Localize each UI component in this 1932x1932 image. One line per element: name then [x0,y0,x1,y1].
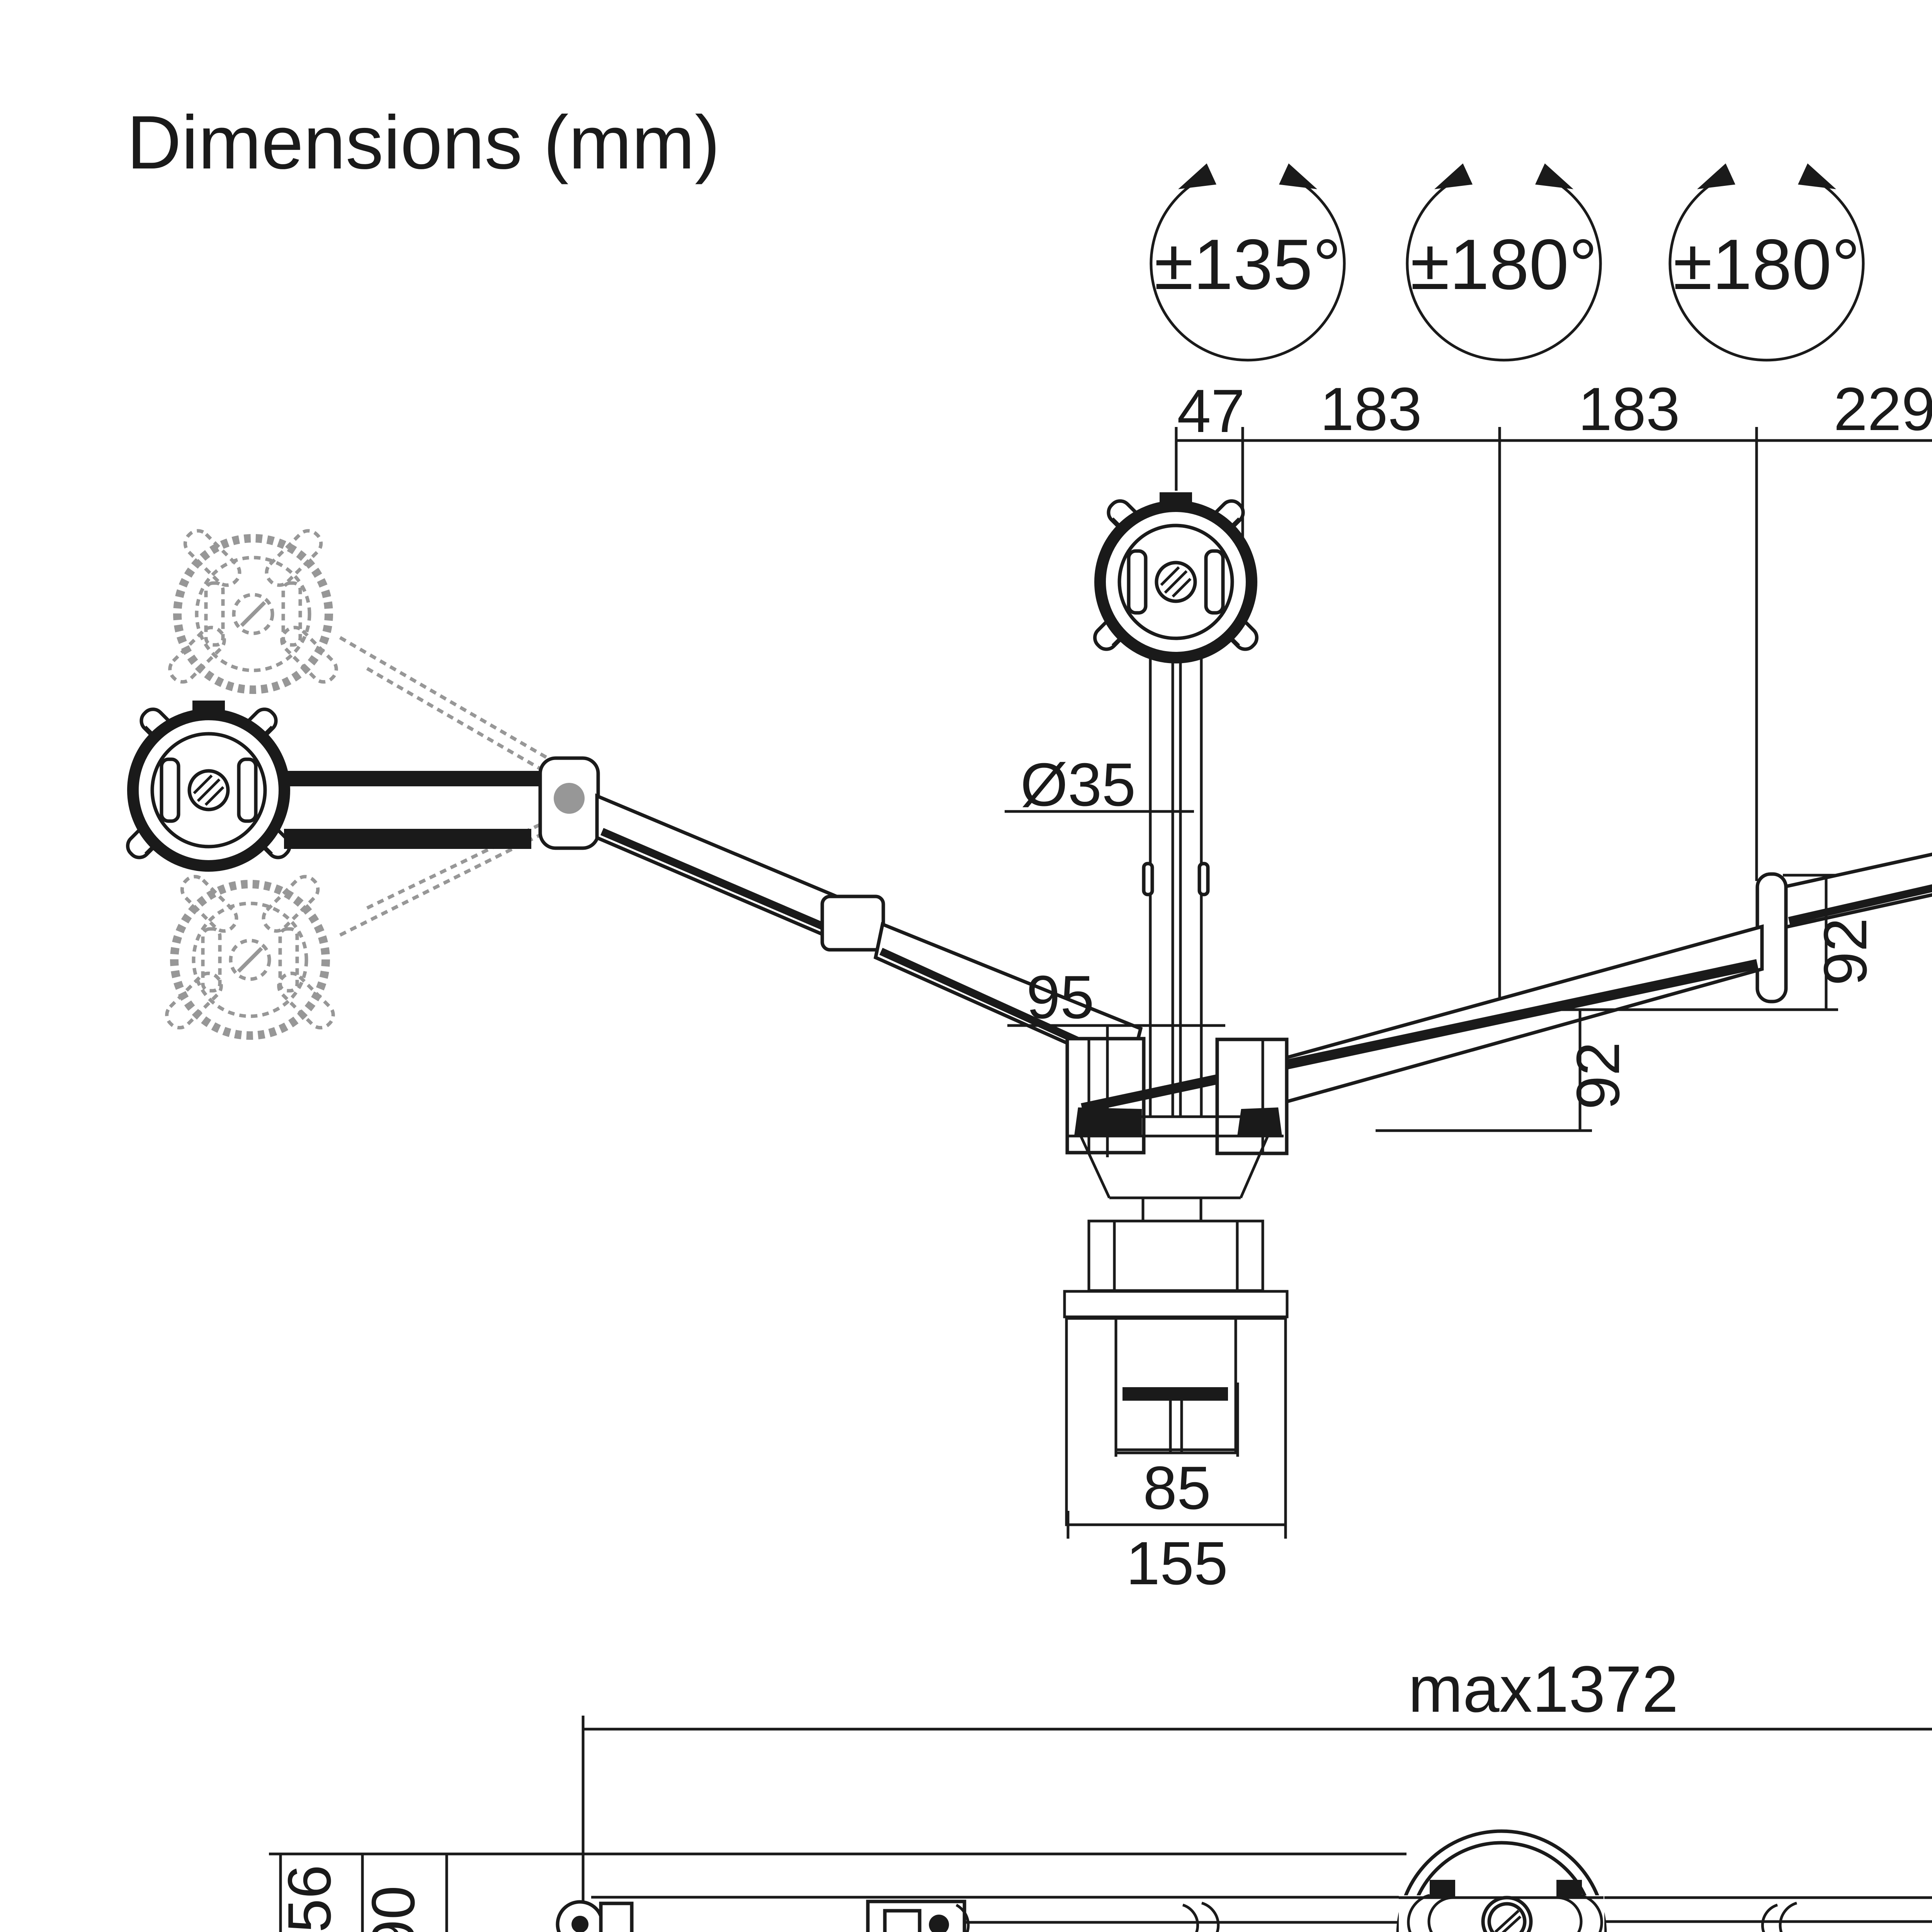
svg-text:max1372: max1372 [1408,1653,1678,1726]
svg-text:183: 183 [1578,375,1680,443]
svg-text:min156: min156 [276,1865,344,1932]
svg-text:Dimensions (mm): Dimensions (mm) [127,100,720,185]
svg-text:183: 183 [1320,375,1422,443]
svg-text:47: 47 [1177,377,1245,445]
svg-text:229~273: 229~273 [1833,375,1932,443]
svg-text:95: 95 [1026,963,1094,1031]
svg-text:Ø35: Ø35 [1020,751,1136,819]
svg-text:±135°: ±135° [1154,225,1341,304]
svg-text:92: 92 [1564,1042,1632,1110]
svg-text:±180°: ±180° [1410,225,1597,304]
svg-text:85: 85 [1143,1454,1211,1522]
svg-text:155: 155 [1126,1529,1228,1597]
svg-text:±180°: ±180° [1673,225,1860,304]
svg-text:min90: min90 [359,1886,427,1932]
svg-text:92: 92 [1811,918,1879,986]
